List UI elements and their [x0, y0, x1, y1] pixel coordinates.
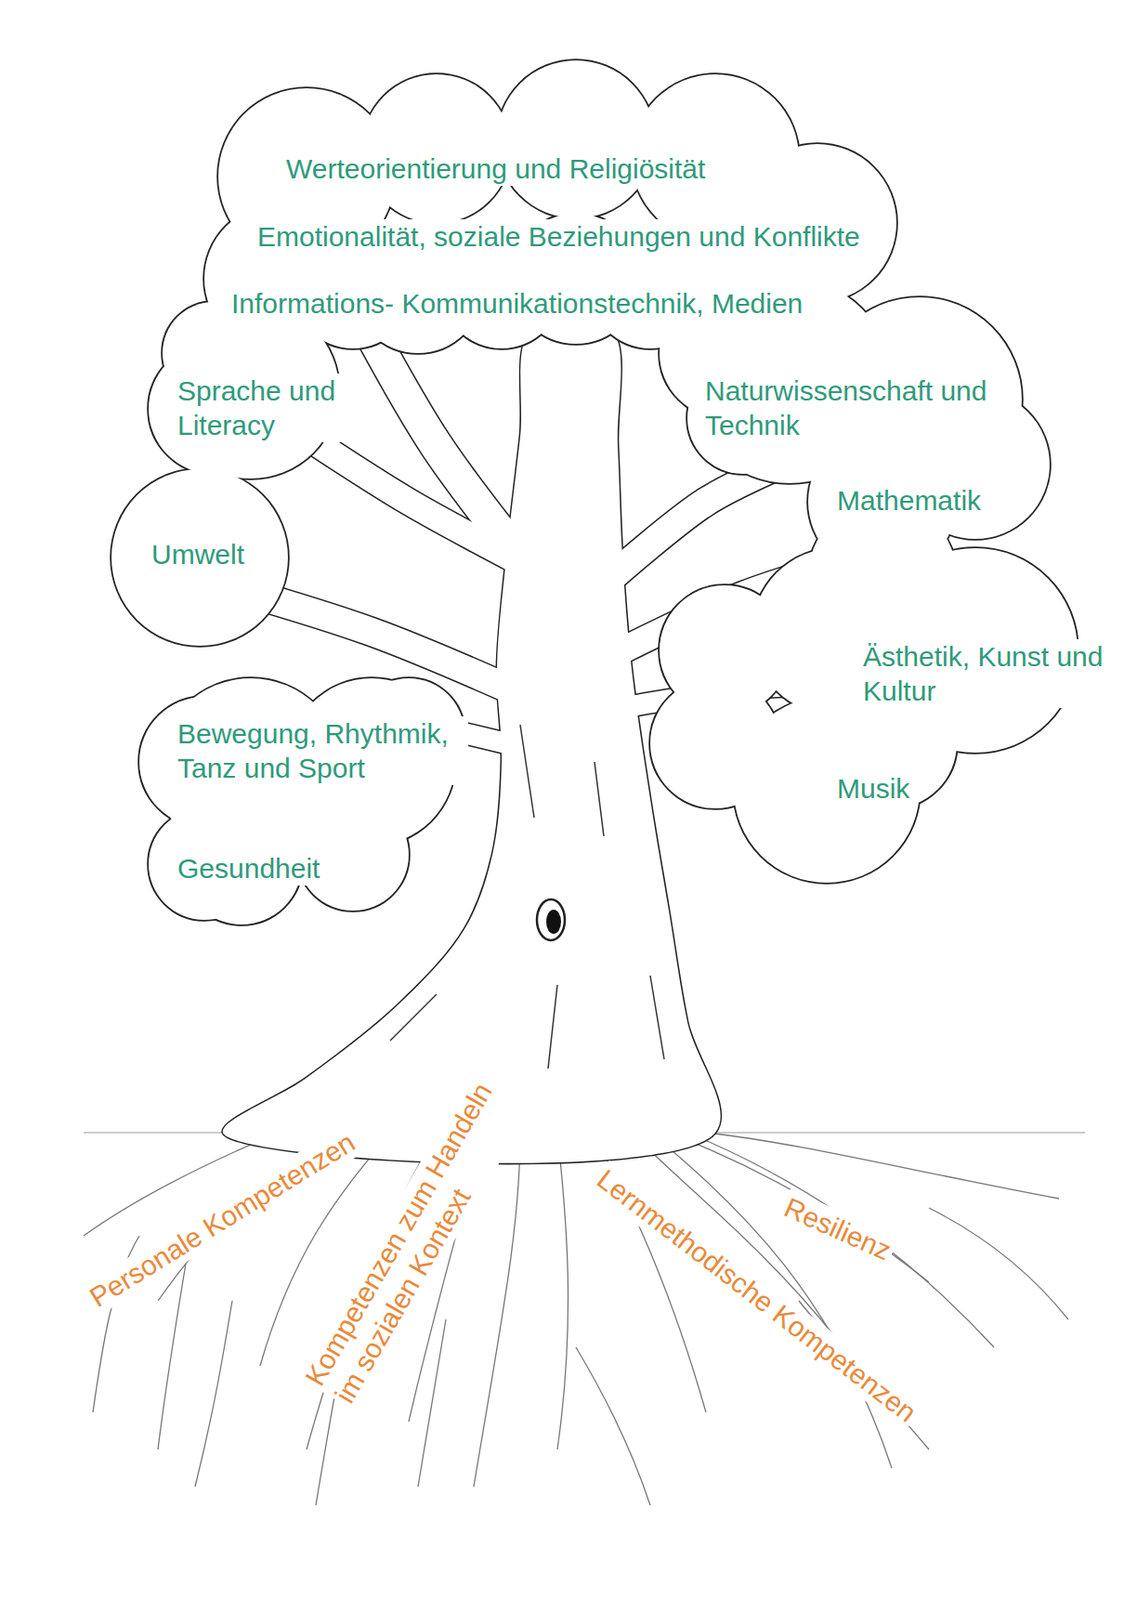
- crown-fill: [362, 74, 511, 223]
- competence-label: Kompetenzen zum Handeln im sozialen Kont…: [296, 1058, 540, 1412]
- bark-stroke: [650, 975, 665, 1059]
- domain-label: Werteorientierung und Religiösität: [283, 151, 708, 186]
- root-line: [418, 1319, 446, 1487]
- bark-stroke: [390, 993, 437, 1041]
- domain-label: Bewegung, Rhythmik, Tanz und Sport: [174, 716, 469, 785]
- crown: [111, 60, 1078, 925]
- domain-label: Mathematik: [834, 483, 984, 518]
- domain-label: Sprache und Literacy: [174, 373, 366, 443]
- roots: [83, 1132, 1069, 1505]
- bark-stroke: [548, 984, 558, 1069]
- domain-label: Informations- Kommunikationstechnik, Med…: [228, 286, 806, 321]
- crown-outline: [362, 74, 511, 223]
- crown-fill: [496, 60, 655, 219]
- competence-label: Lernmethodische Kompetenzen: [588, 1159, 926, 1430]
- root-line: [575, 1346, 651, 1505]
- crown-fill: [650, 678, 781, 809]
- branch-fill: [371, 334, 521, 558]
- root-line: [157, 1263, 186, 1450]
- domain-label: Musik: [834, 771, 913, 806]
- trunk-hole-inner: [546, 909, 562, 934]
- bark-stroke: [520, 724, 535, 818]
- crown-outline: [496, 60, 655, 219]
- competence-label: Resilienz: [776, 1188, 900, 1268]
- crown-outline: [808, 501, 957, 651]
- domain-label: Naturwissenschaft und Technik: [702, 373, 1015, 443]
- root-line: [687, 1132, 994, 1347]
- root-line: [557, 1132, 569, 1450]
- domain-label: Emotionalität, soziale Beziehungen und K…: [254, 219, 863, 254]
- root-line: [928, 1207, 1069, 1320]
- bark-stroke: [594, 761, 604, 837]
- domain-label: Gesundheit: [174, 850, 323, 886]
- trunk-hole: [536, 899, 565, 941]
- domain-label: Ästhetik, Kunst und Kultur: [860, 639, 1119, 708]
- competence-label: Personale Kompetenzen: [80, 1122, 364, 1315]
- crown-outline: [111, 469, 288, 646]
- crown-fill: [808, 501, 957, 651]
- crown-outline: [650, 678, 781, 809]
- domain-label: Umwelt: [148, 536, 248, 572]
- root-line: [195, 1300, 233, 1487]
- branch-fill: [613, 464, 781, 576]
- branch-outline: [613, 464, 781, 576]
- crown-fill: [111, 469, 288, 646]
